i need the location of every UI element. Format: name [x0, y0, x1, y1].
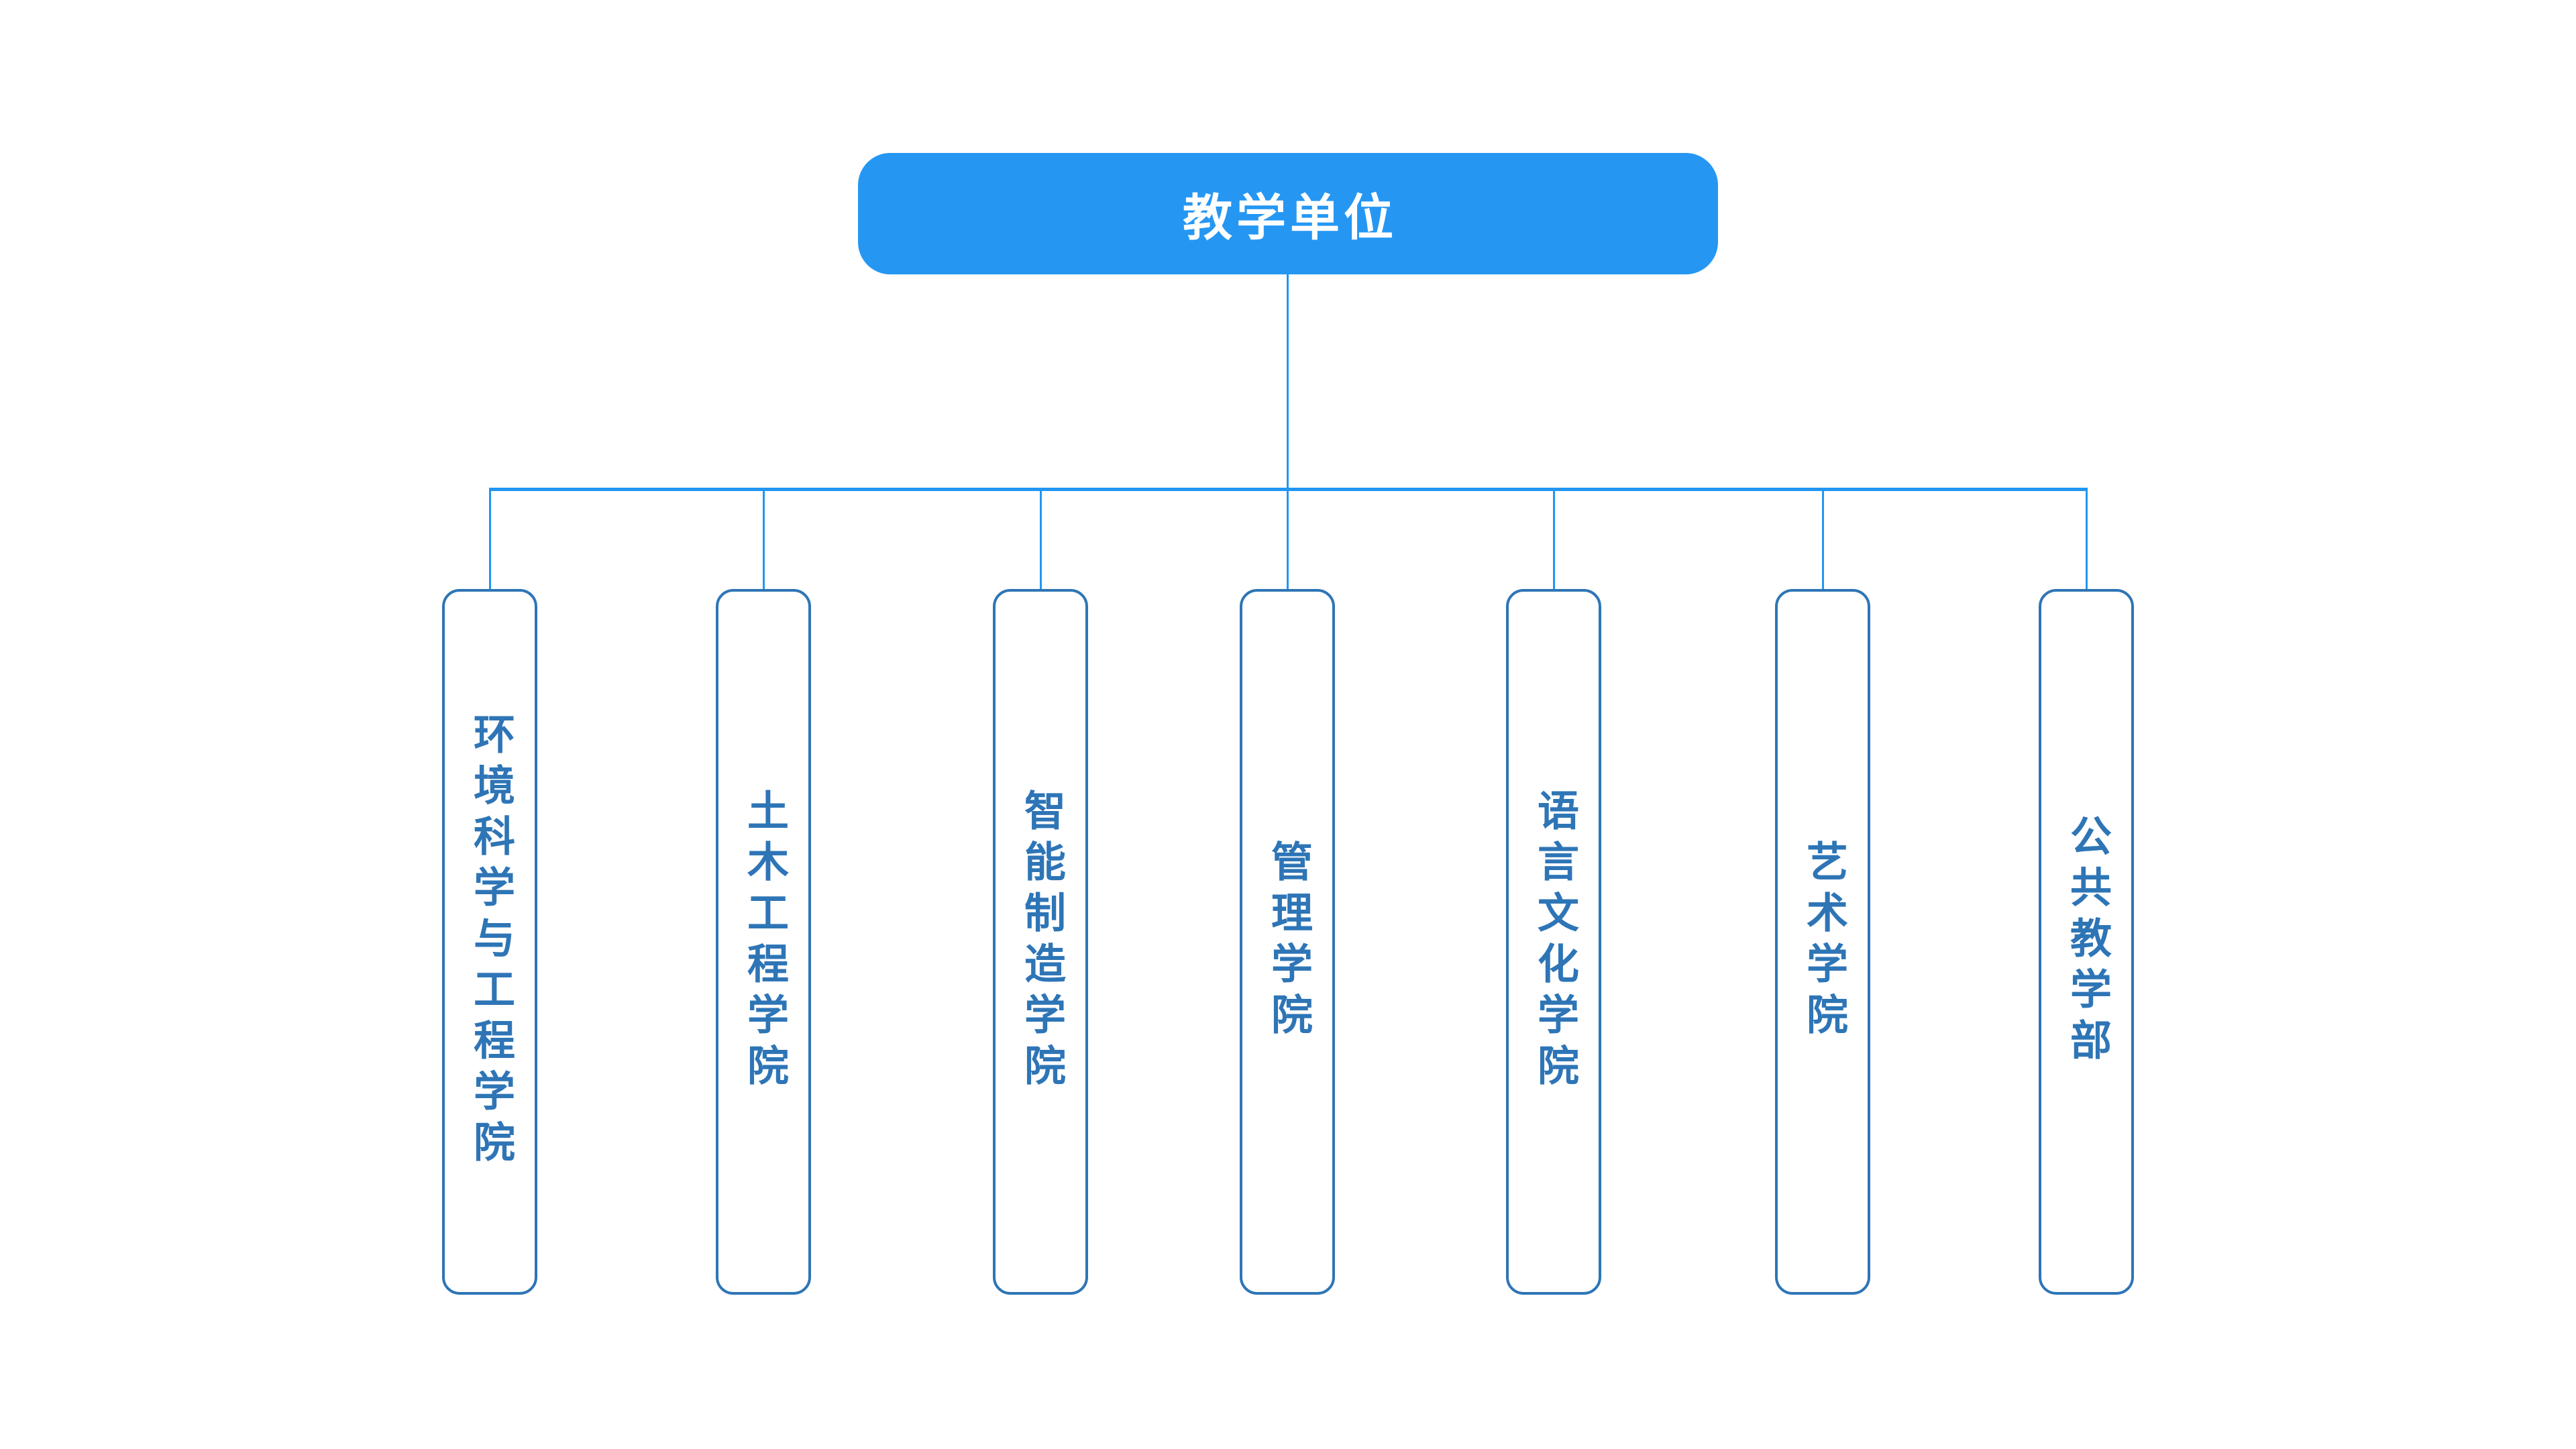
child-node-management[interactable]: 管理学院 — [1240, 589, 1335, 1295]
connector-drop-6 — [1822, 490, 1824, 589]
child-node-label: 土木工程学院 — [741, 789, 787, 1095]
connector-drop-4 — [1287, 490, 1289, 589]
child-node-civil-engineering[interactable]: 土木工程学院 — [716, 589, 811, 1295]
branch-horizontal-line — [489, 488, 2088, 491]
root-connector-line — [1287, 274, 1289, 489]
child-node-label: 公共教学部 — [2063, 814, 2110, 1069]
child-node-label: 艺术学院 — [1800, 840, 1846, 1044]
root-node[interactable]: 教学单位 — [858, 153, 1718, 274]
child-node-intelligent-manufacturing[interactable]: 智能制造学院 — [993, 589, 1088, 1295]
connector-drop-3 — [1040, 490, 1042, 589]
connector-drop-2 — [763, 490, 765, 589]
child-node-art[interactable]: 艺术学院 — [1775, 589, 1870, 1295]
connector-drop-7 — [2086, 490, 2088, 589]
child-node-label: 语言文化学院 — [1531, 789, 1577, 1095]
child-node-public-teaching[interactable]: 公共教学部 — [2039, 589, 2134, 1295]
connector-drop-1 — [489, 490, 491, 589]
connector-drop-5 — [1553, 490, 1555, 589]
child-node-environment[interactable]: 环境科学与工程学院 — [442, 589, 537, 1295]
root-node-label: 教学单位 — [1183, 190, 1397, 246]
child-node-label: 环境科学与工程学院 — [467, 712, 513, 1171]
child-node-label: 智能制造学院 — [1018, 789, 1064, 1095]
child-node-label: 管理学院 — [1265, 840, 1311, 1044]
child-node-language-culture[interactable]: 语言文化学院 — [1506, 589, 1601, 1295]
